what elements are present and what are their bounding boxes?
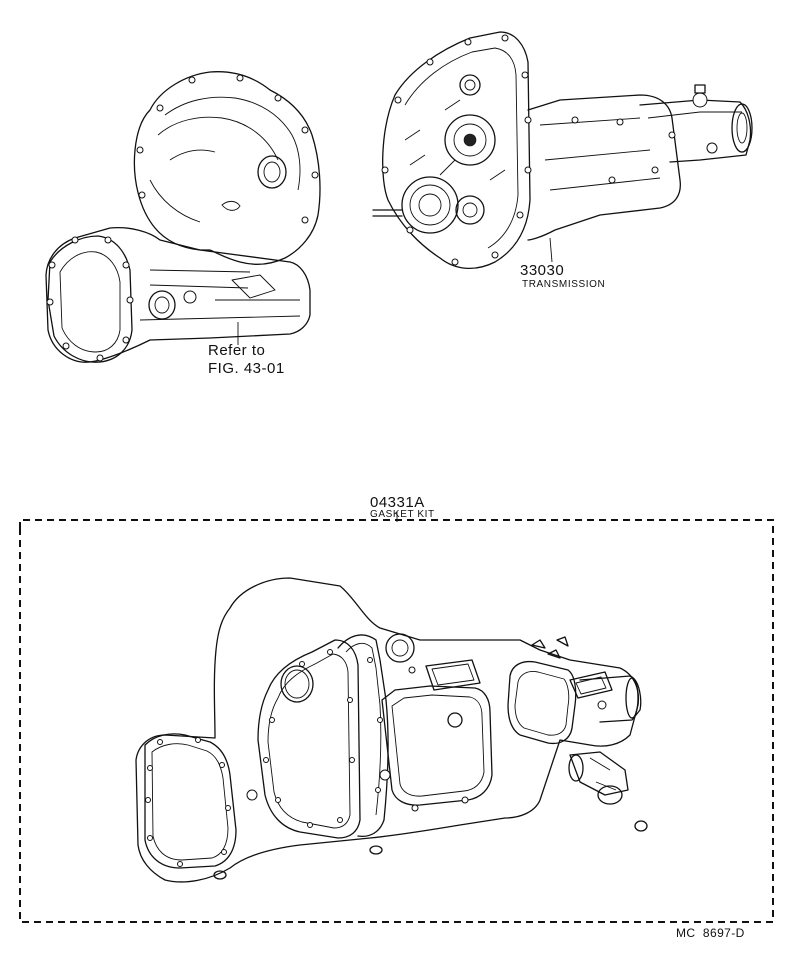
transaxle-housing-drawing [45, 71, 321, 363]
figure-code: MC 8697-D [676, 926, 745, 940]
gasket-kit-frame [19, 512, 774, 923]
refer-label-line2: FIG. 43-01 [208, 360, 285, 377]
gasket-kit-part-number: 04331A [370, 494, 425, 511]
transmission-part-name: TRANSMISSION [522, 279, 606, 290]
gasket-exploded-view [135, 577, 648, 883]
gasket-kit-part-name: GASKET KIT [370, 509, 435, 520]
refer-label-line1: Refer to [208, 342, 266, 359]
transmission-part-number: 33030 [520, 262, 565, 279]
transmission-drawing [372, 31, 753, 269]
